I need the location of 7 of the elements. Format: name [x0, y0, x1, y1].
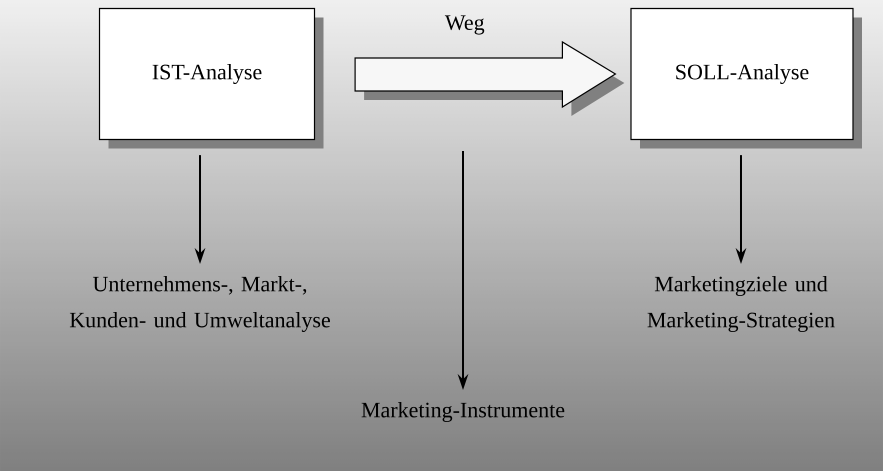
edge-label: Weg [444, 15, 484, 35]
block-arrow [354, 40, 624, 116]
process-box: IST-Analyse [98, 8, 324, 148]
process-box: SOLL-Analyse [630, 8, 862, 148]
description-text: Unternehmens-, Markt-, Kunden- und Umweltanalyse [70, 276, 330, 332]
description-text: Marketing-Instrumente [362, 402, 564, 422]
description-text: Marketingziele und Marketing-Strategien [648, 276, 835, 332]
